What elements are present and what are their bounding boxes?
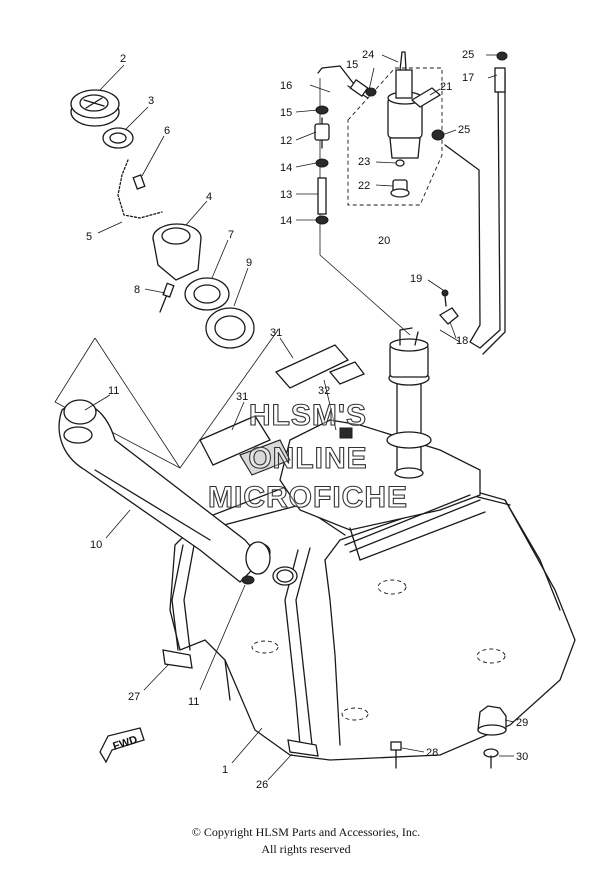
callout-11-hose-clamp-bottom: 11: [188, 696, 199, 708]
callout-27: 27: [128, 691, 140, 703]
fuel-sender: [386, 327, 432, 479]
callout-11-hose-clamp-top: 11: [108, 385, 119, 397]
fwd-arrow-icon: FWD: [99, 727, 145, 764]
mounting-hardware: [162, 649, 507, 769]
watermark: HLSM'S ONLINE MICROFICHE: [207, 398, 408, 514]
callout-8: 8: [134, 284, 140, 296]
filler-cap-assembly: [70, 89, 255, 349]
callout-31-lower: 31: [236, 391, 248, 403]
callout-29: 29: [516, 717, 528, 729]
decals: [199, 344, 366, 476]
callout-12: 12: [280, 135, 292, 147]
parts-diagram: FWD: [54, 49, 576, 791]
watermark-line-3: MICROFICHE: [208, 481, 408, 514]
vent-assembly: [314, 51, 508, 355]
callout-4: 4: [206, 191, 212, 203]
callout-1: 1: [222, 764, 228, 776]
callout-30: 30: [516, 751, 528, 763]
callout-2: 2: [120, 53, 126, 65]
callout-9: 9: [246, 257, 252, 269]
watermark-line-2: ONLINE: [248, 442, 367, 475]
callout-13: 13: [280, 189, 292, 201]
callout-25-lower: 25: [458, 124, 470, 136]
watermark-line-1: HLSM'S: [249, 399, 367, 432]
callout-19: 19: [410, 273, 422, 285]
copyright-footer: © Copyright HLSM Parts and Accessories, …: [0, 824, 612, 858]
callout-25-upper: 25: [462, 49, 474, 61]
rights-text: All rights reserved: [261, 842, 351, 856]
callout-7: 7: [228, 229, 234, 241]
leader-lines: [84, 54, 515, 781]
callout-20: 20: [378, 235, 390, 247]
callout-6: 6: [164, 125, 170, 137]
callout-10: 10: [90, 539, 102, 551]
filler-hose: [58, 399, 271, 585]
callout-15-lower: 15: [280, 107, 292, 119]
callout-28: 28: [426, 747, 438, 759]
callout-17: 17: [462, 72, 474, 84]
callout-32: 32: [318, 385, 330, 397]
callout-21: 21: [440, 81, 452, 93]
callout-24: 24: [362, 49, 374, 61]
callout-31-upper: 31: [270, 327, 282, 339]
callout-3: 3: [148, 95, 154, 107]
callout-15-upper: 15: [346, 59, 358, 71]
callout-23: 23: [358, 156, 370, 168]
callout-18: 18: [456, 335, 468, 347]
callout-16: 16: [280, 80, 292, 92]
callout-26: 26: [256, 779, 268, 791]
copyright-text: © Copyright HLSM Parts and Accessories, …: [191, 825, 421, 839]
callout-14-lower: 14: [280, 215, 292, 227]
callout-5: 5: [86, 231, 92, 243]
callout-labels: 2 3 6 5 4 7 8 9 10 11 11 12 13 14 14 15 …: [86, 49, 528, 791]
callout-14-upper: 14: [280, 162, 292, 174]
fuel-tank: [169, 419, 576, 761]
callout-22: 22: [358, 180, 370, 192]
